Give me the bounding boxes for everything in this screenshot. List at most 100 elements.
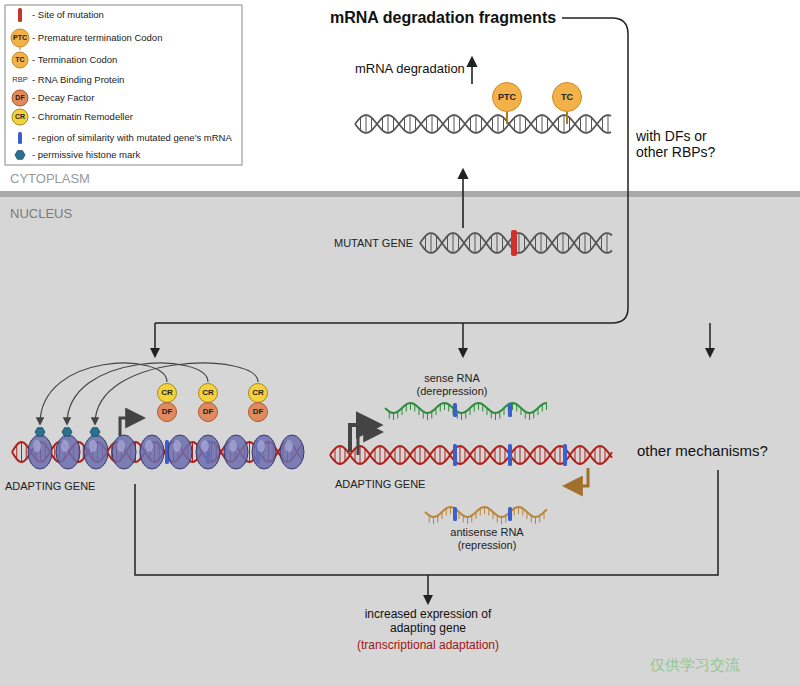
illustration-stroke <box>557 236 558 250</box>
illustration-stroke <box>575 449 576 462</box>
illustration-stroke <box>566 468 588 486</box>
illustration-stroke <box>360 446 361 464</box>
illustration-stroke <box>431 412 432 419</box>
illustration-stroke <box>435 449 436 462</box>
illustration-stroke <box>62 428 72 437</box>
illustration-stroke <box>89 440 97 452</box>
nucleus-region: NUCLEUSCRDFCRDFCRDF <box>0 197 800 686</box>
illustration-stroke <box>488 508 489 515</box>
illustration-stroke <box>476 512 477 519</box>
illustration-stroke <box>485 449 486 462</box>
illustration-stroke <box>431 233 432 253</box>
illustration-stroke <box>426 118 427 131</box>
illustration-stroke <box>529 413 530 420</box>
illustration-stroke <box>522 508 523 515</box>
illustration-stroke <box>196 435 220 469</box>
illustration-stroke <box>542 404 543 411</box>
legend-icon-text: CR <box>15 113 25 121</box>
illustration-stroke <box>602 118 603 131</box>
illustration-stroke <box>487 408 488 415</box>
illustration-stroke <box>385 403 547 413</box>
illustration-stroke <box>518 507 519 514</box>
illustration-stroke <box>535 517 536 524</box>
illustration-stroke <box>453 233 454 253</box>
illustration-stroke <box>423 412 424 419</box>
illustration-stroke <box>502 236 503 250</box>
illustration-stroke <box>425 449 426 462</box>
illustration-stroke <box>95 363 258 424</box>
illustration-stroke <box>480 508 481 515</box>
illustration-stroke <box>470 408 471 415</box>
illustration-stroke <box>414 404 415 411</box>
decay-factor: DF <box>157 402 177 422</box>
illustration-stroke <box>155 18 628 323</box>
illustration-stroke <box>382 118 383 131</box>
node-text: CR <box>161 389 173 397</box>
illustration-stroke <box>474 404 475 411</box>
illustration-stroke <box>585 449 586 462</box>
illustration-stroke <box>514 508 515 515</box>
illustration-stroke <box>419 408 420 415</box>
illustration-stroke <box>0 197 800 686</box>
illustration-stroke <box>544 512 545 519</box>
illustration-stroke <box>558 118 559 131</box>
illustration-stroke <box>471 516 472 523</box>
illustration-stroke <box>519 233 520 253</box>
illustration-stroke <box>566 112 568 124</box>
illustration-stroke <box>436 236 437 250</box>
illustration-stroke <box>358 432 380 455</box>
annotation: MUTANT GENE <box>334 237 413 250</box>
annotation: 仅供学习交流 <box>650 656 740 673</box>
illustration-stroke <box>440 446 441 464</box>
node-text: DF <box>162 408 173 416</box>
illustration-stroke <box>389 412 390 419</box>
illustration-stroke <box>12 90 28 106</box>
illustration-stroke <box>524 236 525 250</box>
legend-entry: - Decay Factor <box>32 92 94 103</box>
illustration-stroke <box>440 404 441 411</box>
illustration-stroke <box>497 233 498 253</box>
illustration-stroke <box>535 449 536 462</box>
legend-text: - Site of mutation <box>32 9 104 20</box>
illustration-stroke <box>360 118 361 131</box>
annotation: (transcriptional adaptation) <box>357 639 499 653</box>
illustration-stroke <box>448 404 449 411</box>
illustration-stroke <box>340 446 341 464</box>
illustration-stroke <box>427 575 429 603</box>
legend-entry: - Premature termination Codon <box>32 32 162 43</box>
illustration-stroke <box>463 516 464 523</box>
illustration-stroke <box>375 449 376 462</box>
illustration-stroke <box>61 440 69 452</box>
decay-factor: DF <box>248 402 268 422</box>
illustration-stroke <box>397 412 398 419</box>
legend-text: - Termination Codon <box>32 54 117 65</box>
illustration-stroke <box>380 446 381 464</box>
illustration-stroke <box>508 507 512 521</box>
illustration-stroke <box>585 233 586 253</box>
illustration-stroke <box>499 412 500 419</box>
illustration-stroke <box>514 118 515 131</box>
illustration-stroke <box>546 236 547 250</box>
illustration-stroke <box>460 446 461 464</box>
legend-text: - permissive histone mark <box>32 149 140 160</box>
illustration-stroke <box>564 115 565 133</box>
termination-codon: PTC <box>492 82 522 112</box>
legend-entry: - Site of mutation <box>32 9 104 20</box>
legend-text: - Chromatin Remodeller <box>32 111 133 122</box>
termination-codon: TC <box>552 82 582 112</box>
illustration-stroke <box>405 449 406 462</box>
illustration-stroke <box>257 440 265 452</box>
node-text: CR <box>252 389 264 397</box>
illustration-stroke <box>40 363 167 424</box>
illustration-stroke <box>541 233 542 253</box>
illustration-stroke <box>560 446 561 464</box>
illustration-stroke <box>437 118 438 131</box>
illustration-stroke <box>579 236 580 250</box>
illustration-stroke <box>568 236 569 250</box>
illustration-stroke <box>393 413 394 420</box>
illustration-stroke <box>35 428 45 437</box>
node-text: DF <box>203 408 214 416</box>
illustration-stroke <box>365 449 366 462</box>
illustration-stroke <box>429 516 430 523</box>
node-text: DF <box>253 408 264 416</box>
